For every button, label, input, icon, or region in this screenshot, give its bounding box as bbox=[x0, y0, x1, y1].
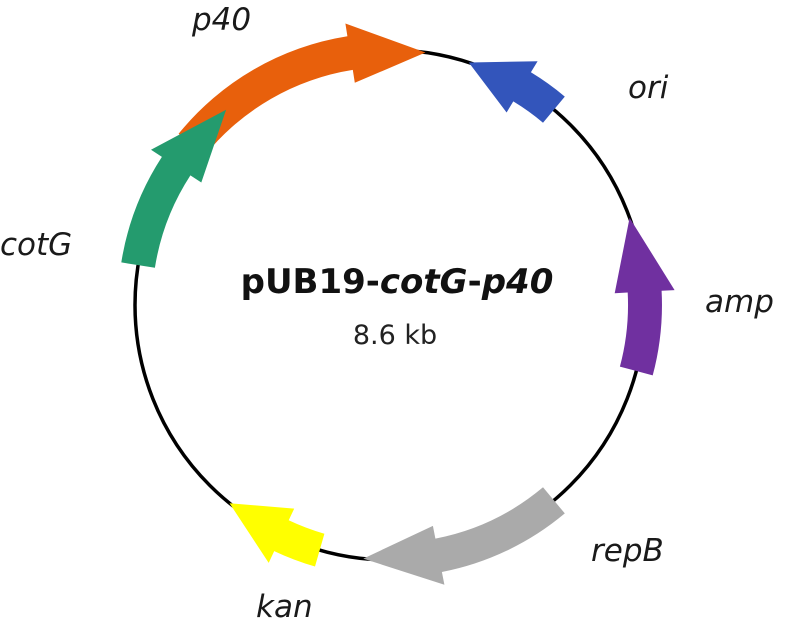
cotG-label: cotG bbox=[0, 227, 72, 263]
kan-gene-arrow bbox=[229, 503, 325, 567]
plasmid-name-part: - bbox=[468, 262, 482, 302]
amp-gene-arrow bbox=[614, 217, 675, 376]
cotG-gene-arrow bbox=[121, 109, 227, 268]
plasmid-name-part: cotG bbox=[380, 262, 468, 302]
amp-label: amp bbox=[705, 284, 774, 320]
plasmid-name-part: p40 bbox=[481, 262, 554, 302]
plasmid-size: 8.6 kb bbox=[353, 320, 437, 351]
ori-arrow bbox=[468, 61, 565, 123]
kan-label: kan bbox=[256, 589, 313, 621]
p40-label: p40 bbox=[191, 2, 251, 38]
ori-label: ori bbox=[628, 70, 669, 106]
p40-gene-arrow bbox=[178, 23, 426, 156]
repB-gene-arrow bbox=[363, 487, 565, 585]
repB-label: repB bbox=[591, 533, 664, 569]
plasmid-name-part: pUB19- bbox=[241, 262, 380, 302]
plasmid-name: pUB19-cotG-p40 bbox=[241, 262, 554, 302]
